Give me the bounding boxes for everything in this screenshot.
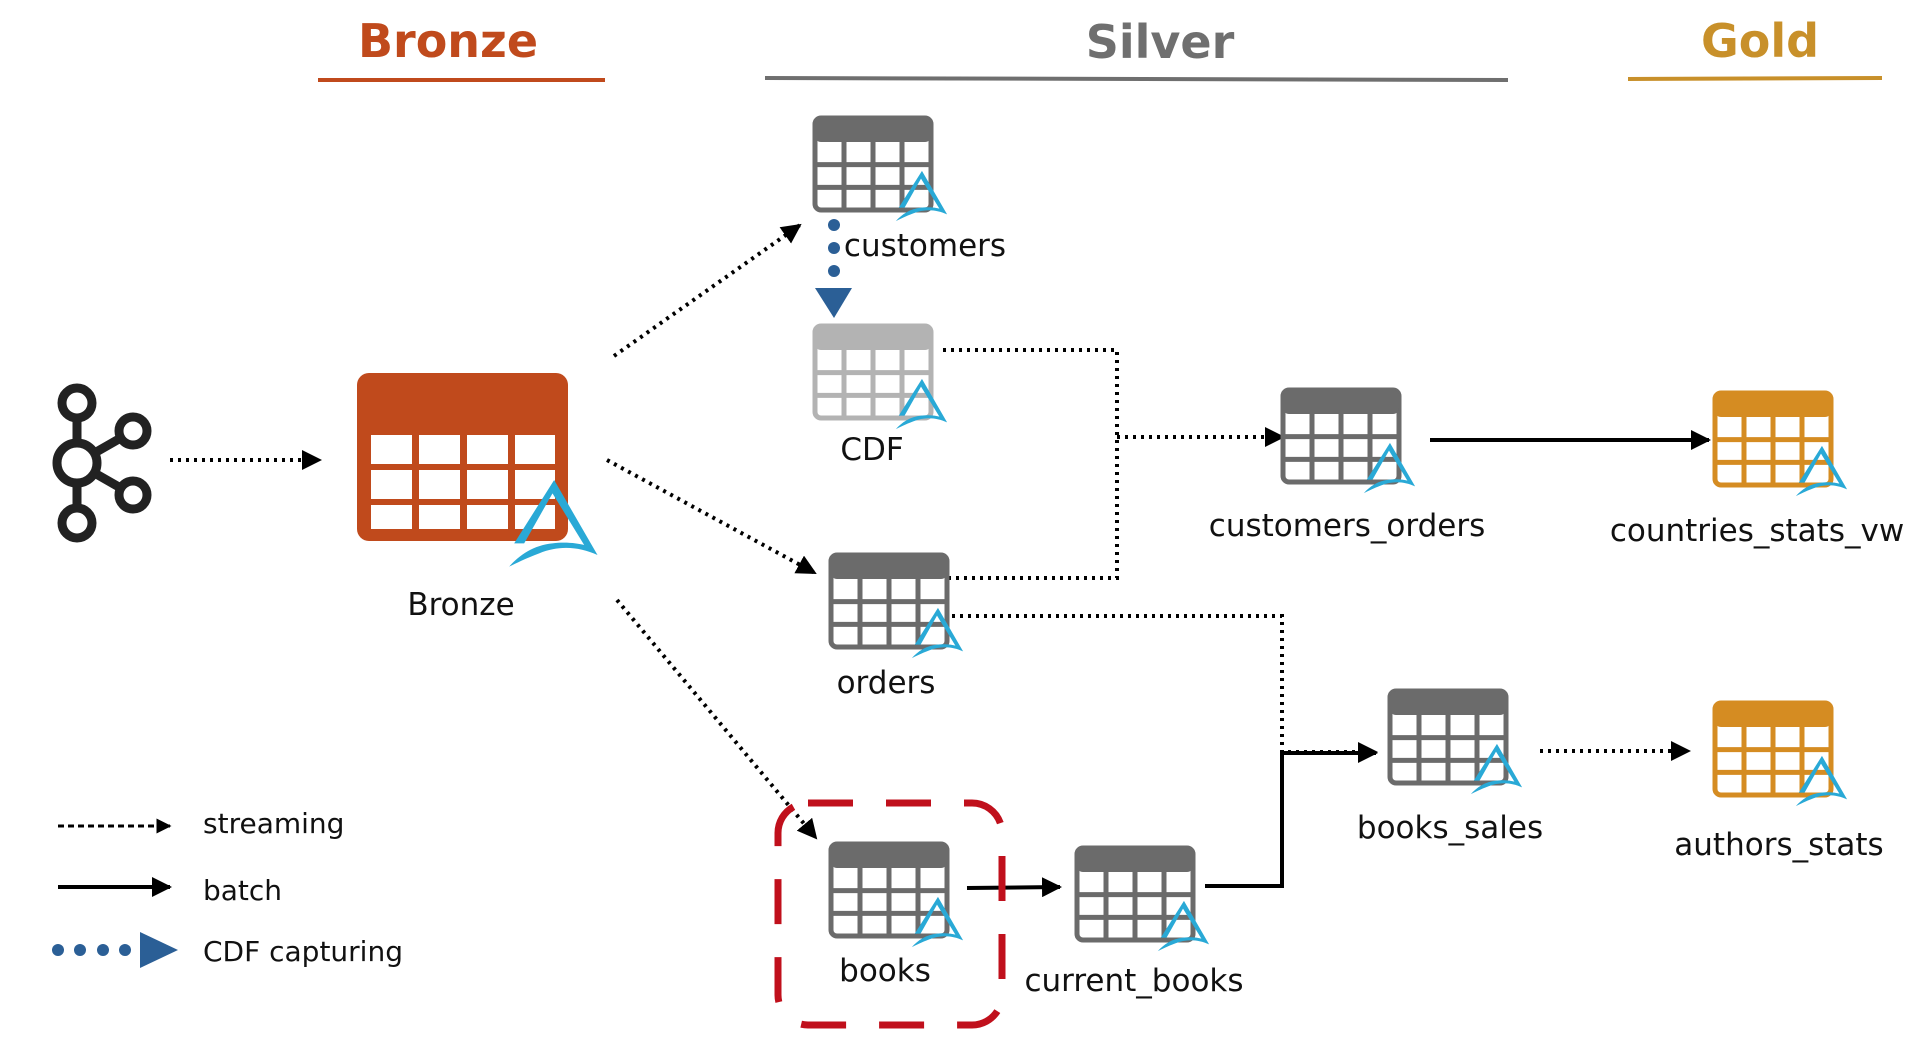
label-books: books <box>839 953 931 989</box>
label-customers: customers <box>843 228 1007 264</box>
label-orders: orders <box>836 665 936 701</box>
arrow-bronze-to-books <box>615 598 818 840</box>
customers-orders-table-icon <box>1280 387 1416 494</box>
zone-title-gold: Gold <box>1700 14 1820 68</box>
orders-table-icon <box>828 552 964 659</box>
cdf-capture-arrow <box>815 219 852 318</box>
arrow-bronze-to-orders <box>606 458 817 575</box>
link-cdf-orders <box>943 348 1119 580</box>
books-table-icon <box>828 841 964 948</box>
label-authors-stats: authors_stats <box>1674 827 1884 863</box>
current-books-table-icon <box>1074 845 1210 952</box>
legend-label-cdf-capturing: CDF capturing <box>203 935 403 968</box>
label-bronze: Bronze <box>407 587 515 623</box>
legend-label-batch: batch <box>203 874 283 907</box>
books-highlight-box <box>774 799 1006 1029</box>
arrow-current-books-to-books-sales <box>1205 743 1378 888</box>
zone-title-silver: Silver <box>1085 15 1235 69</box>
arrow-bronze-to-customers <box>612 223 802 358</box>
silver-underline <box>764 76 1509 82</box>
arrow-books-to-current-books <box>966 877 1062 898</box>
gold-underline <box>1627 76 1883 81</box>
label-countries-stats-vw: countries_stats_vw <box>1609 513 1905 549</box>
books-sales-table-icon <box>1387 688 1523 795</box>
arrow-orders-to-books-sales <box>952 614 1378 762</box>
authors-stats-table-icon <box>1712 700 1848 807</box>
label-books-sales: books_sales <box>1356 810 1544 846</box>
legend-cdf-arrow <box>52 932 178 968</box>
label-current-books: current_books <box>1024 963 1244 999</box>
customers-table-icon <box>812 115 948 222</box>
bronze-table-icon <box>357 373 598 567</box>
label-customers-orders: customers_orders <box>1208 508 1486 544</box>
label-cdf: CDF <box>840 432 904 468</box>
countries-stats-vw-table-icon <box>1712 390 1848 497</box>
zone-title-bronze: Bronze <box>357 14 539 68</box>
legend-label-streaming: streaming <box>203 807 345 840</box>
cdf-table-icon <box>812 323 948 430</box>
kafka-icon <box>52 383 152 543</box>
